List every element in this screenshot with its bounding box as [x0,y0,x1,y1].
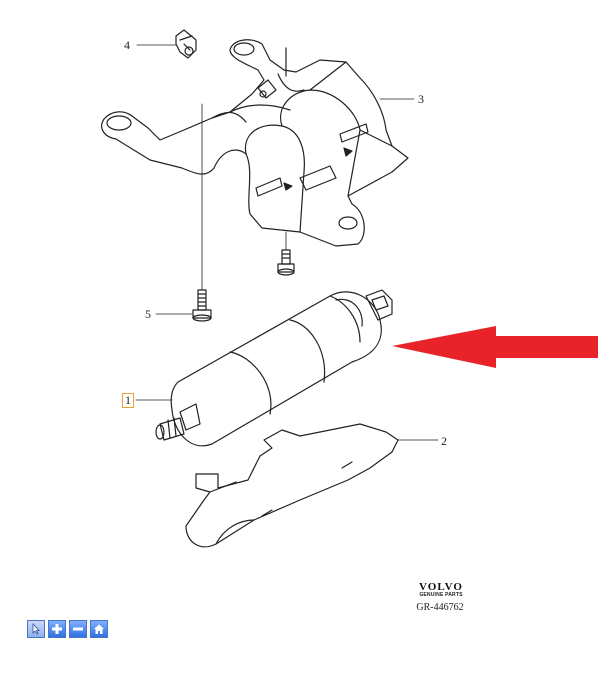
callout-4[interactable]: 4 [124,38,130,52]
brand-subtitle: GENUINE PARTS [419,592,463,598]
part-1-fuel-filter [155,289,393,447]
viewer-toolbar [27,620,108,638]
home-icon [94,624,104,634]
zoom-out-icon [73,627,83,631]
pointer-icon [32,623,40,635]
callout-5[interactable]: 5 [145,307,151,321]
callout-1[interactable]: 1 [122,393,134,408]
callout-2[interactable]: 2 [441,434,447,448]
part-5-bolt [192,289,212,322]
part-3-bracket [101,39,409,247]
zoom-in-icon [52,624,62,634]
callout-3[interactable]: 3 [418,92,424,106]
zoom-in-button[interactable] [48,620,66,638]
brand-name: VOLVO [419,581,463,593]
part-4-clip [175,29,197,59]
brand-logo: VOLVO GENUINE PARTS [410,581,472,598]
red-arrow [392,326,598,368]
part-5-bolt-secondary [277,249,295,276]
pointer-button[interactable] [27,620,45,638]
home-button[interactable] [90,620,108,638]
part-2-holder [185,423,399,548]
zoom-out-button[interactable] [69,620,87,638]
diagram-reference: GR-446762 [416,602,464,613]
leader-lines [135,44,439,441]
